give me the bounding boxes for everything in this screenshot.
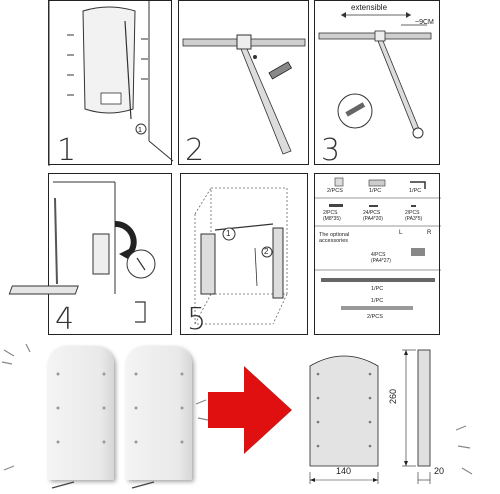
wardrobe-lift-install-illustration: 1 xyxy=(48,1,174,166)
part-qty: 2/PCS (PA3*5) xyxy=(405,210,423,222)
callout-2: 2 xyxy=(264,247,269,256)
step-2-panel: 2 xyxy=(178,0,309,168)
part-qty: 2/PCS xyxy=(327,188,343,194)
rod-assembly-illustration xyxy=(182,34,306,155)
lift-operation-illustration xyxy=(194,187,288,325)
step-1-panel: 1 1 xyxy=(48,0,174,168)
step-5-panel: 1 2 5 xyxy=(180,173,308,337)
step-number: 3 xyxy=(321,133,341,168)
length-label: ~9CM xyxy=(415,19,434,26)
dimension-height-label: 260 xyxy=(388,388,398,404)
arrow-right-icon xyxy=(208,366,292,454)
lift-mounting-illustration xyxy=(8,181,156,323)
part-qty: 1/PC xyxy=(409,188,422,194)
step-number: 2 xyxy=(185,133,205,168)
hooks-qty: 4/PCS (PA4*27) xyxy=(371,252,391,264)
callout-1: 1 xyxy=(226,229,231,238)
part-qty: 24/PCS (PA4*20) xyxy=(363,210,383,222)
optional-accessories-title: The optional accessories xyxy=(319,232,350,244)
step-number: 4 xyxy=(55,302,75,337)
step-4-panel: 4 xyxy=(8,173,172,337)
hook-right-label: R xyxy=(427,230,432,236)
dimension-width-label: 140 xyxy=(336,466,352,476)
rod-extension-illustration xyxy=(318,12,432,139)
dimension-depth-label: 20 xyxy=(434,466,445,476)
callout-1-label: 1 xyxy=(138,127,142,134)
parts-icons xyxy=(315,177,441,310)
parts-list-panel: 2/PCS 1/PC 1/PC 2/PCS (M8*35) 24/PCS (PA… xyxy=(314,173,441,335)
step-number: 5 xyxy=(187,302,207,337)
bar-qty: 1/PC xyxy=(371,298,384,304)
side-cover-left xyxy=(48,346,114,480)
part-qty: 1/PC xyxy=(369,188,382,194)
extensible-label: extensible xyxy=(351,3,388,12)
slide-qty: 2/PCS xyxy=(367,314,383,320)
part-qty: 2/PCS (M8*35) xyxy=(323,210,341,222)
side-cover-right xyxy=(126,346,192,480)
rod-qty: 1/PC xyxy=(371,286,384,292)
hook-left-label: L xyxy=(399,230,403,236)
step-number: 1 xyxy=(57,133,77,168)
step-3-panel: extensible ~9CM 3 xyxy=(314,0,440,168)
